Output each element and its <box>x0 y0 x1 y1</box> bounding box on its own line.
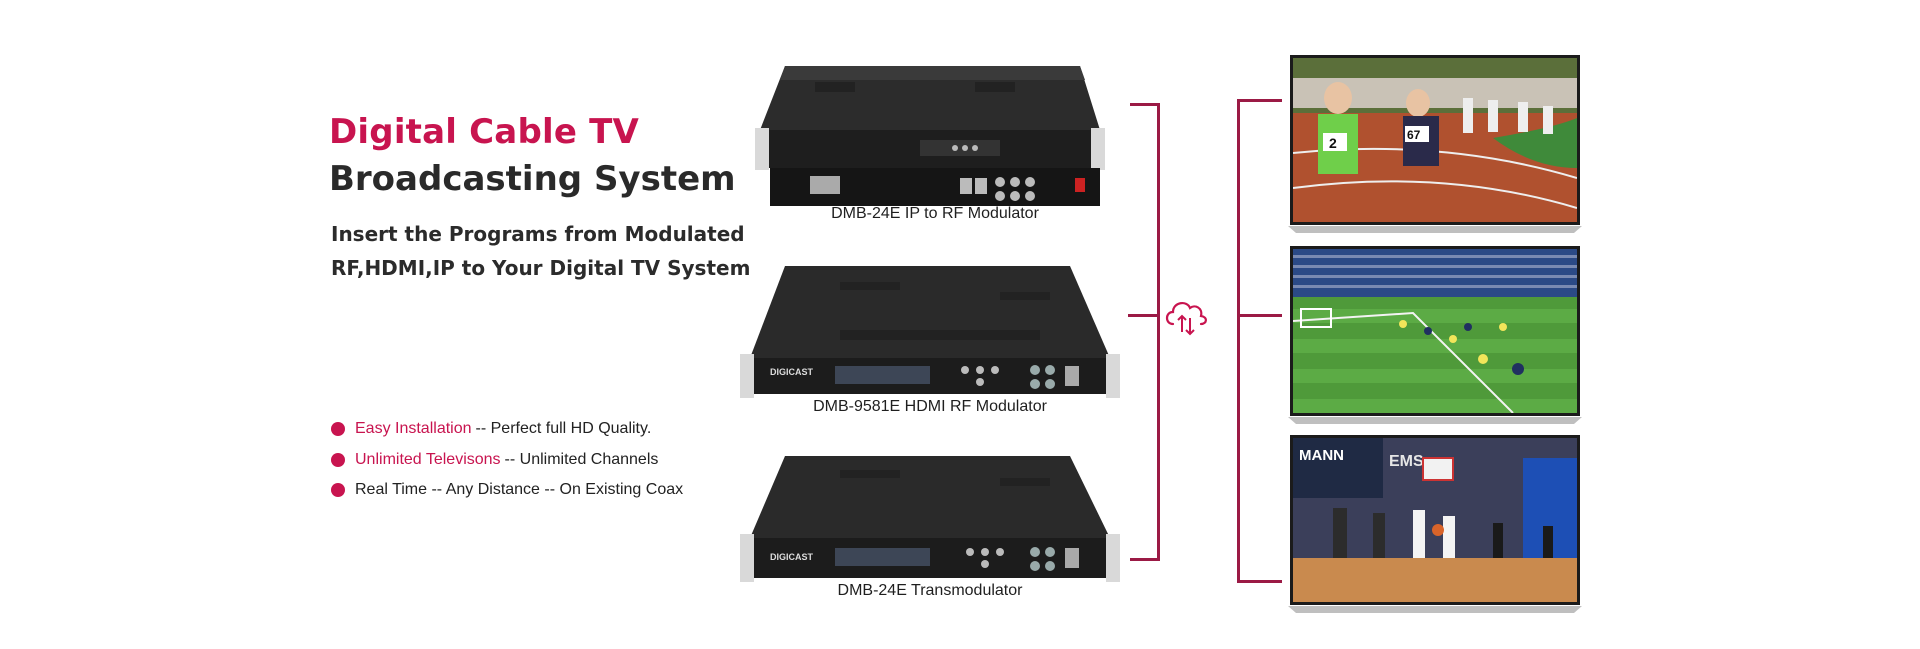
feature-item: Unlimited Televisons -- Unlimited Channe… <box>331 451 658 469</box>
connector-line <box>1130 558 1160 561</box>
bullet-dot-icon <box>331 422 345 436</box>
rack-unit-image: DIGICAST <box>740 266 1120 398</box>
feature-item: Easy Installation -- Perfect full HD Qua… <box>331 420 651 438</box>
rack-unit-image <box>755 66 1105 206</box>
bib-number: 67 <box>1407 128 1421 142</box>
feature-item: Real Time -- Any Distance -- On Existing… <box>331 481 683 499</box>
track-race-scene: 2 67 <box>1293 58 1577 222</box>
headline-secondary: Broadcasting System <box>329 159 736 199</box>
brand-label: DIGICAST <box>770 367 814 377</box>
arena-sign: EMS <box>1389 453 1424 470</box>
tv-display: 2 67 <box>1290 55 1580 225</box>
bib-number: 2 <box>1329 135 1337 151</box>
connector-line <box>1237 580 1282 583</box>
football-match-scene <box>1293 249 1577 413</box>
connector-line <box>1128 314 1160 317</box>
subheadline-line-2: RF,HDMI,IP to Your Digital TV System <box>331 256 751 280</box>
connector-line <box>1237 99 1240 583</box>
connector-line <box>1157 103 1160 561</box>
connector-line <box>1237 314 1282 317</box>
bullet-dot-icon <box>331 483 345 497</box>
basketball-game-scene: MANN EMS <box>1293 438 1577 602</box>
connector-line <box>1130 103 1160 106</box>
device-caption: DMB-24E IP to RF Modulator <box>831 205 1039 222</box>
arena-sign: MANN <box>1299 447 1344 464</box>
feature-highlight: Easy Installation <box>355 420 472 437</box>
tv-stand <box>1288 606 1582 613</box>
feature-text: -- Unlimited Channels <box>504 451 659 468</box>
brand-label: DIGICAST <box>770 552 814 562</box>
device-hdmi-rf-modulator: DIGICAST <box>740 262 1120 402</box>
tv-display <box>1290 246 1580 416</box>
tv-stand <box>1288 417 1582 424</box>
device-ip-rf-modulator <box>755 60 1105 210</box>
feature-highlight: Unlimited Televisons <box>355 451 501 468</box>
cloud-sync-icon <box>1161 292 1211 347</box>
device-caption: DMB-9581E HDMI RF Modulator <box>813 398 1047 415</box>
device-transmodulator: DIGICAST <box>740 452 1120 592</box>
connector-line <box>1237 99 1282 102</box>
subheadline-line-1: Insert the Programs from Modulated <box>331 222 745 246</box>
rack-unit-image: DIGICAST <box>740 456 1120 582</box>
feature-text: Real Time -- Any Distance -- On Existing… <box>355 481 684 498</box>
tv-stand <box>1288 226 1582 233</box>
feature-text: -- Perfect full HD Quality. <box>475 420 652 437</box>
headline-primary: Digital Cable TV <box>329 112 640 152</box>
tv-display: MANN EMS <box>1290 435 1580 605</box>
device-caption: DMB-24E Transmodulator <box>837 582 1023 599</box>
bullet-dot-icon <box>331 453 345 467</box>
